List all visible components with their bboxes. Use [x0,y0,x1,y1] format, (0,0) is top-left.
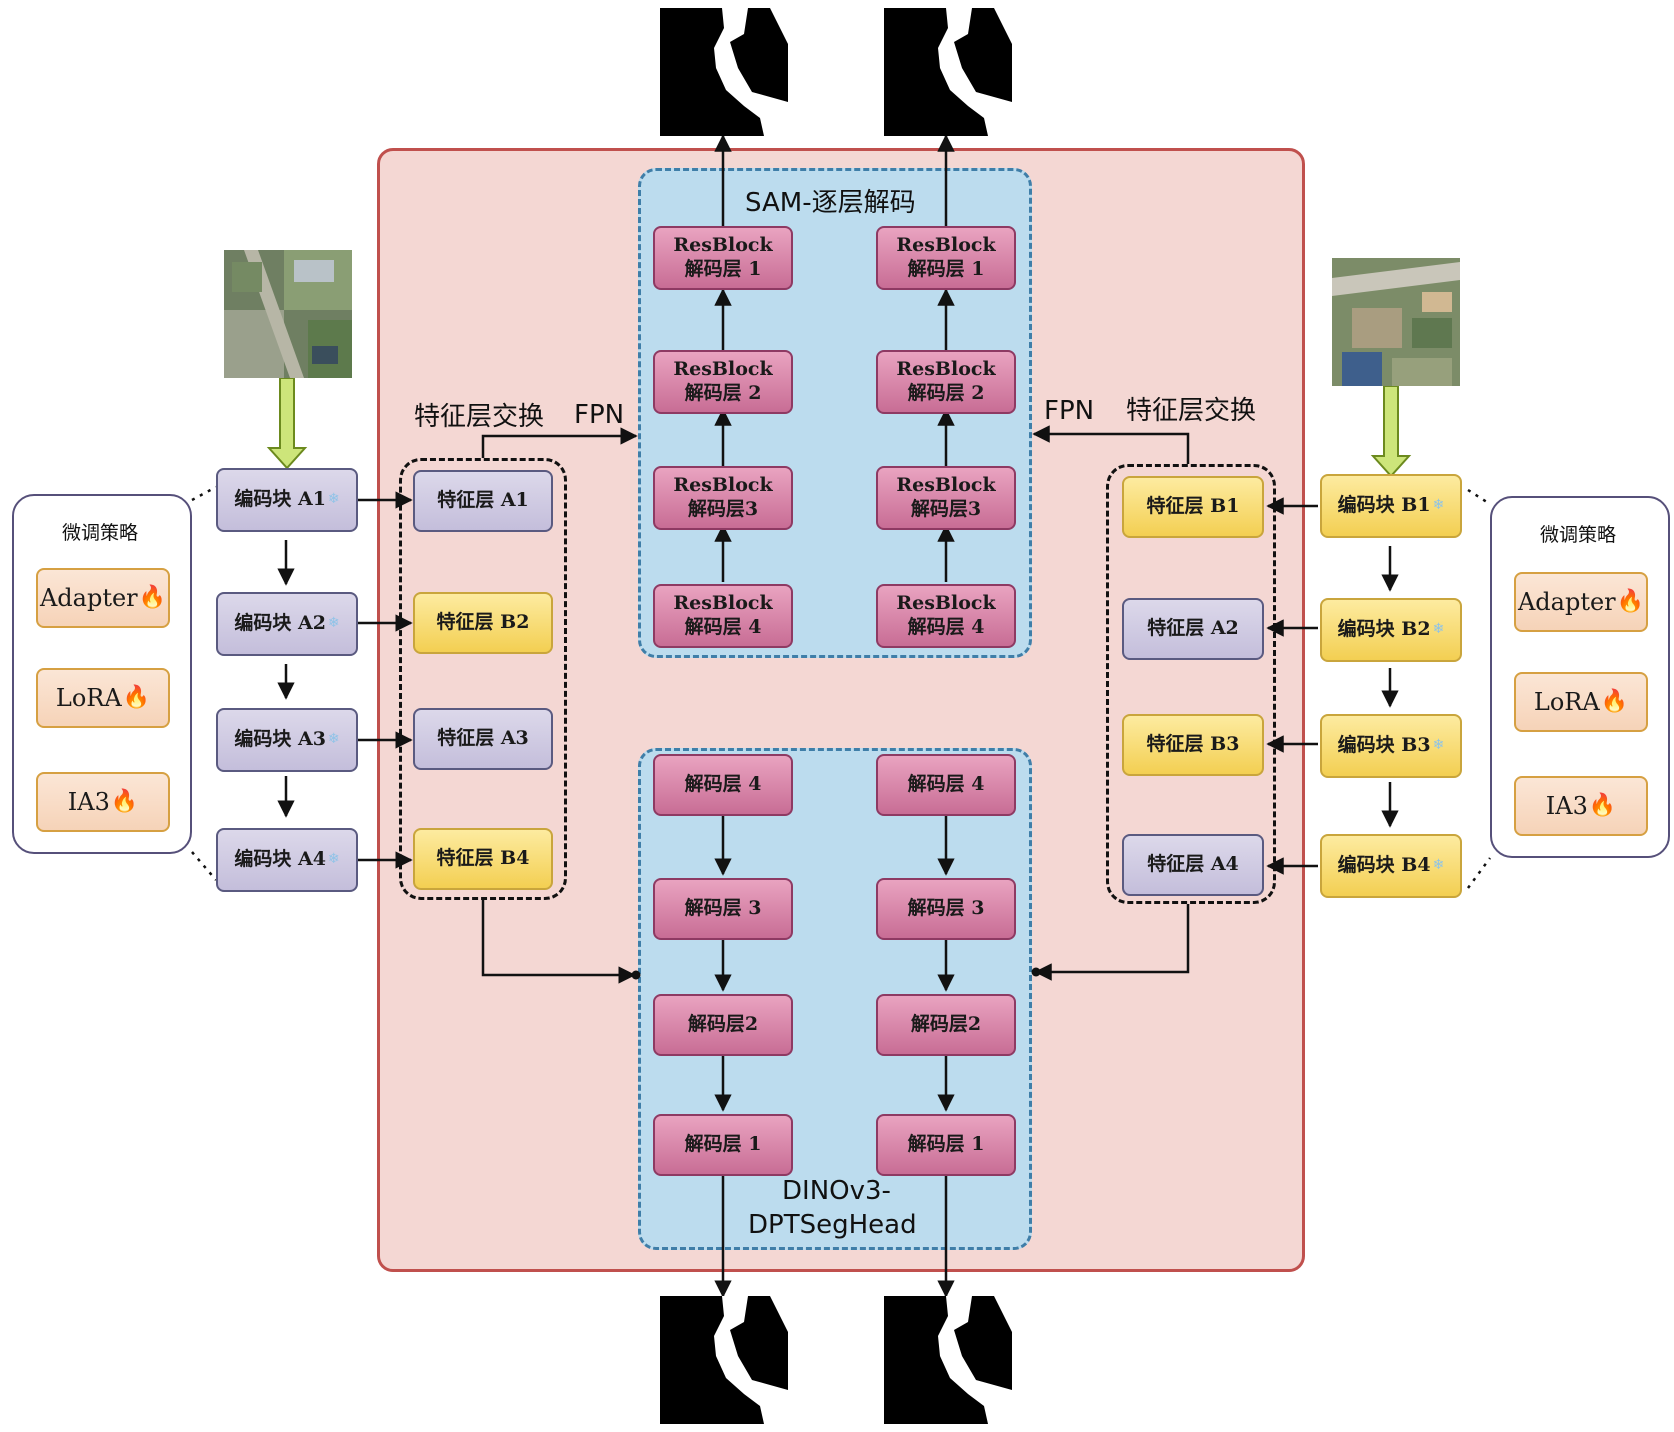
sam-panel-title: SAM-逐层解码 [745,188,916,218]
strategy-lora-right: LoRA🔥 [1514,672,1648,732]
snowflake-icon: ❄ [327,851,340,868]
output-mask-sam-right [884,8,1012,136]
dino-decoder-left-1: 解码层 1 [653,1114,793,1176]
fpn-label-left: FPN [574,400,625,430]
feature-layer-left-4: 特征层 B4 [413,828,553,890]
strategy-ia3-right: IA3🔥 [1514,776,1648,836]
fire-icon: 🔥 [1588,793,1617,819]
snowflake-icon: ❄ [327,615,340,632]
feature-layer-right-2: 特征层 A2 [1122,598,1264,660]
encoder-block-a1: 编码块 A1❄ [216,468,358,532]
strategy-lora-left: LoRA🔥 [36,668,170,728]
feature-layer-left-3: 特征层 A3 [413,708,553,770]
strategy-title-left: 微调策略 [62,522,139,544]
dino-panel-title-line2: DPTSegHead [748,1210,917,1240]
encoder-block-a2: 编码块 A2❄ [216,592,358,656]
fire-icon: 🔥 [1616,589,1645,615]
feature-group-right [1106,464,1276,904]
encoder-block-a3: 编码块 A3❄ [216,708,358,772]
fire-icon: 🔥 [1600,689,1629,715]
snowflake-icon: ❄ [1432,737,1445,754]
encoder-block-b3: 编码块 B3❄ [1320,714,1462,778]
fire-icon: 🔥 [122,685,151,711]
snowflake-icon: ❄ [327,731,340,748]
output-mask-dino-left [660,1296,788,1424]
fpn-label-right: FPN [1044,396,1095,426]
input-image-b [1332,258,1460,386]
snowflake-icon: ❄ [327,491,340,508]
feature-layer-left-1: 特征层 A1 [413,470,553,532]
feature-group-left [399,458,567,900]
encoder-block-b2: 编码块 B2❄ [1320,598,1462,662]
encoder-block-a4: 编码块 A4❄ [216,828,358,892]
dino-decoder-left-3: 解码层 3 [653,878,793,940]
encoder-block-b1: 编码块 B1❄ [1320,474,1462,538]
dino-decoder-right-4: 解码层 4 [876,754,1016,816]
strategy-adapter-right: Adapter🔥 [1514,572,1648,632]
feature-layer-right-1: 特征层 B1 [1122,476,1264,538]
snowflake-icon: ❄ [1432,497,1445,514]
fire-icon: 🔥 [138,585,167,611]
dino-decoder-right-1: 解码层 1 [876,1114,1016,1176]
dino-decoder-right-3: 解码层 3 [876,878,1016,940]
strategy-title-right: 微调策略 [1540,524,1617,546]
snowflake-icon: ❄ [1432,621,1445,638]
strategy-ia3-left: IA3🔥 [36,772,170,832]
feature-layer-right-3: 特征层 B3 [1122,714,1264,776]
encoder-block-b4: 编码块 B4❄ [1320,834,1462,898]
output-mask-dino-right [884,1296,1012,1424]
strategy-adapter-left: Adapter🔥 [36,568,170,628]
dino-decoder-left-4: 解码层 4 [653,754,793,816]
input-image-a [224,250,352,378]
output-mask-sam-left [660,8,788,136]
feature-layer-right-4: 特征层 A4 [1122,834,1264,896]
feature-layer-left-2: 特征层 B2 [413,592,553,654]
feature-exchange-label-right: 特征层交换 [1126,396,1257,426]
snowflake-icon: ❄ [1432,857,1445,874]
dino-panel-title-line1: DINOv3- [782,1176,891,1206]
feature-exchange-label-left: 特征层交换 [414,402,545,432]
dino-decoder-right-2: 解码层2 [876,994,1016,1056]
dino-decoder-left-2: 解码层2 [653,994,793,1056]
fire-icon: 🔥 [110,789,139,815]
